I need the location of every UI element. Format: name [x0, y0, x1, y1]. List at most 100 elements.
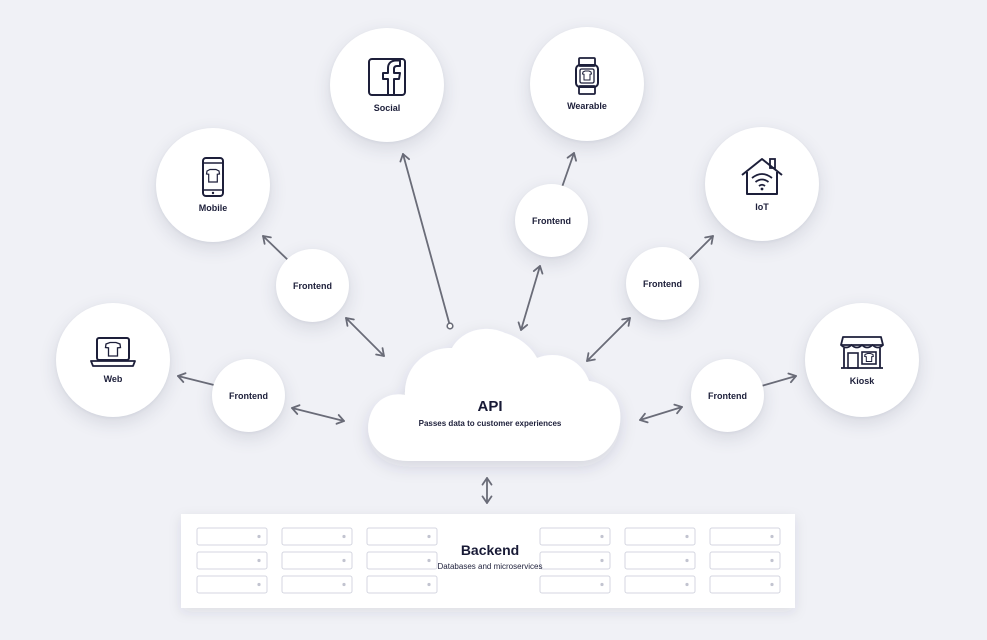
arrow-head: [787, 372, 797, 384]
arrow-head: [262, 235, 272, 245]
arrow-head: [704, 235, 714, 245]
arrow-head: [335, 414, 345, 425]
arrow-line: [586, 317, 631, 362]
server-unit: [196, 527, 268, 546]
server-led: [342, 582, 346, 587]
server-led: [342, 534, 346, 539]
wearable-label: Wearable: [567, 101, 607, 111]
server-units: [196, 527, 781, 594]
laptop-icon: [90, 337, 136, 367]
server-led: [600, 534, 604, 539]
arrow-head: [673, 403, 683, 415]
arrow-head: [177, 372, 187, 383]
server-unit: [366, 551, 438, 570]
frontend-label: Frontend: [708, 390, 747, 401]
backend-title: Backend: [460, 542, 520, 558]
arrow-line: [520, 265, 541, 331]
frontend-node-web: Frontend: [212, 359, 285, 432]
arrow-dot: [446, 322, 454, 330]
frontend-label: Frontend: [293, 280, 332, 291]
server-led: [770, 534, 774, 539]
arrow-line: [639, 406, 683, 421]
server-led: [685, 534, 689, 539]
server-led: [770, 558, 774, 563]
server-led: [257, 582, 261, 587]
server-unit: [281, 551, 353, 570]
arrow-head: [481, 477, 493, 486]
server-unit: [624, 551, 696, 570]
server-unit: [624, 527, 696, 546]
iot-node: IoT: [705, 127, 819, 241]
server-led: [600, 582, 604, 587]
arrow-head: [399, 153, 410, 163]
arrow-head: [291, 404, 301, 415]
social-node: Social: [330, 28, 444, 142]
web-node: Web: [56, 303, 170, 417]
arrow-head: [621, 317, 631, 327]
iot-label: IoT: [755, 202, 769, 212]
smartphone-icon: [202, 157, 224, 197]
server-led: [427, 558, 431, 563]
frontend-node-wearable: Frontend: [515, 184, 588, 257]
social-label: Social: [373, 103, 401, 113]
arrow-head: [532, 265, 544, 275]
mobile-node: Mobile: [156, 128, 270, 242]
server-unit: [539, 575, 611, 594]
server-led: [257, 534, 261, 539]
server-led: [427, 582, 431, 587]
server-unit: [709, 551, 781, 570]
frontend-label: Frontend: [643, 278, 682, 289]
frontend-node-mobile: Frontend: [276, 249, 349, 322]
server-unit: [366, 575, 438, 594]
arrow-line: [402, 153, 451, 327]
server-unit: [539, 551, 611, 570]
api-subtitle: Passes data to customer experiences: [418, 419, 562, 428]
arrow-line: [757, 375, 797, 388]
backend-text: Backend Databases and microservices: [380, 542, 600, 571]
server-unit: [539, 527, 611, 546]
server-unit: [281, 575, 353, 594]
mobile-label: Mobile: [198, 203, 228, 213]
api-text: API Passes data to customer experiences: [360, 398, 620, 428]
frontend-label: Frontend: [532, 215, 571, 226]
arrow-head: [639, 412, 649, 424]
frontend-node-iot: Frontend: [626, 247, 699, 320]
arrow-head: [345, 317, 355, 327]
api-title: API: [477, 398, 503, 415]
arrow-head: [481, 495, 493, 504]
server-led: [342, 558, 346, 563]
server-led: [685, 558, 689, 563]
arrow-head: [566, 152, 577, 162]
frontend-label: Frontend: [229, 390, 268, 401]
server-led: [257, 558, 261, 563]
arrow-head: [517, 321, 529, 331]
kiosk-label: Kiosk: [849, 376, 875, 386]
server-unit: [281, 527, 353, 546]
backend-rack: [181, 514, 795, 608]
arrow-head: [375, 347, 385, 357]
api-cloud: [368, 328, 621, 461]
arrow-line: [560, 152, 575, 191]
arrow-head: [586, 352, 596, 362]
server-led: [770, 582, 774, 587]
server-led: [685, 582, 689, 587]
smartwatch-icon: [575, 57, 599, 95]
smart-home-icon: [741, 158, 783, 195]
wearable-node: Wearable: [530, 27, 644, 141]
arrow-line: [345, 317, 385, 357]
kiosk-node: Kiosk: [805, 303, 919, 417]
server-unit: [196, 551, 268, 570]
server-led: [427, 534, 431, 539]
arrow-line: [291, 407, 345, 422]
storefront-icon: [840, 336, 884, 369]
backend-subtitle: Databases and microservices: [437, 562, 543, 571]
server-led: [600, 558, 604, 563]
server-unit: [709, 527, 781, 546]
server-unit: [366, 527, 438, 546]
server-unit: [196, 575, 268, 594]
server-unit: [624, 575, 696, 594]
web-label: Web: [103, 374, 123, 384]
arrow-line: [177, 375, 219, 387]
arrow-line: [262, 235, 291, 263]
